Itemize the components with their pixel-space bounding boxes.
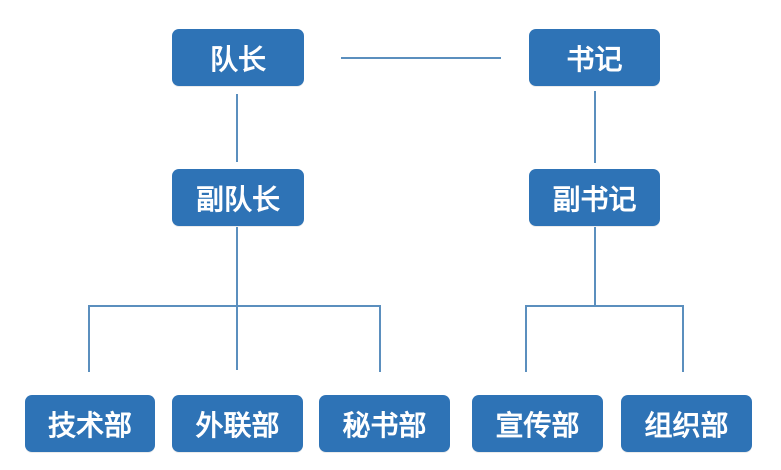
vice-captain-node: 副队长 [172, 169, 304, 226]
captain-node: 队长 [172, 29, 304, 86]
vice-captain-trunk-connector [236, 227, 238, 370]
vice-captain-label: 副队长 [195, 182, 280, 216]
vice-secretary-branch-horizontal [525, 305, 684, 307]
publicity-dept-label: 宣传部 [495, 408, 580, 442]
publicity-dept-node: 宣传部 [472, 395, 603, 452]
secretary-node: 书记 [529, 29, 660, 86]
publicity-dept-connector [525, 305, 527, 372]
secretary-label: 书记 [566, 42, 623, 76]
captain-vice-captain-connector [236, 94, 238, 162]
external-relations-dept-node: 外联部 [172, 395, 303, 452]
organization-dept-label: 组织部 [644, 408, 729, 442]
vice-secretary-label: 副书记 [552, 182, 637, 216]
technology-dept-node: 技术部 [25, 395, 155, 452]
secretary-vice-secretary-connector [594, 91, 596, 163]
technology-dept-label: 技术部 [47, 408, 132, 442]
organization-dept-node: 组织部 [621, 395, 752, 452]
secretariat-dept-connector [379, 305, 381, 372]
vice-captain-branch-horizontal [88, 305, 381, 307]
vice-secretary-trunk-connector [594, 227, 596, 307]
organization-dept-connector [682, 305, 684, 372]
external-relations-dept-label: 外联部 [195, 408, 280, 442]
vice-secretary-node: 副书记 [529, 169, 660, 226]
secretariat-dept-label: 秘书部 [342, 408, 427, 442]
technology-dept-connector [88, 305, 90, 372]
captain-label: 队长 [209, 42, 266, 76]
captain-secretary-connector [341, 57, 501, 59]
secretariat-dept-node: 秘书部 [319, 395, 450, 452]
